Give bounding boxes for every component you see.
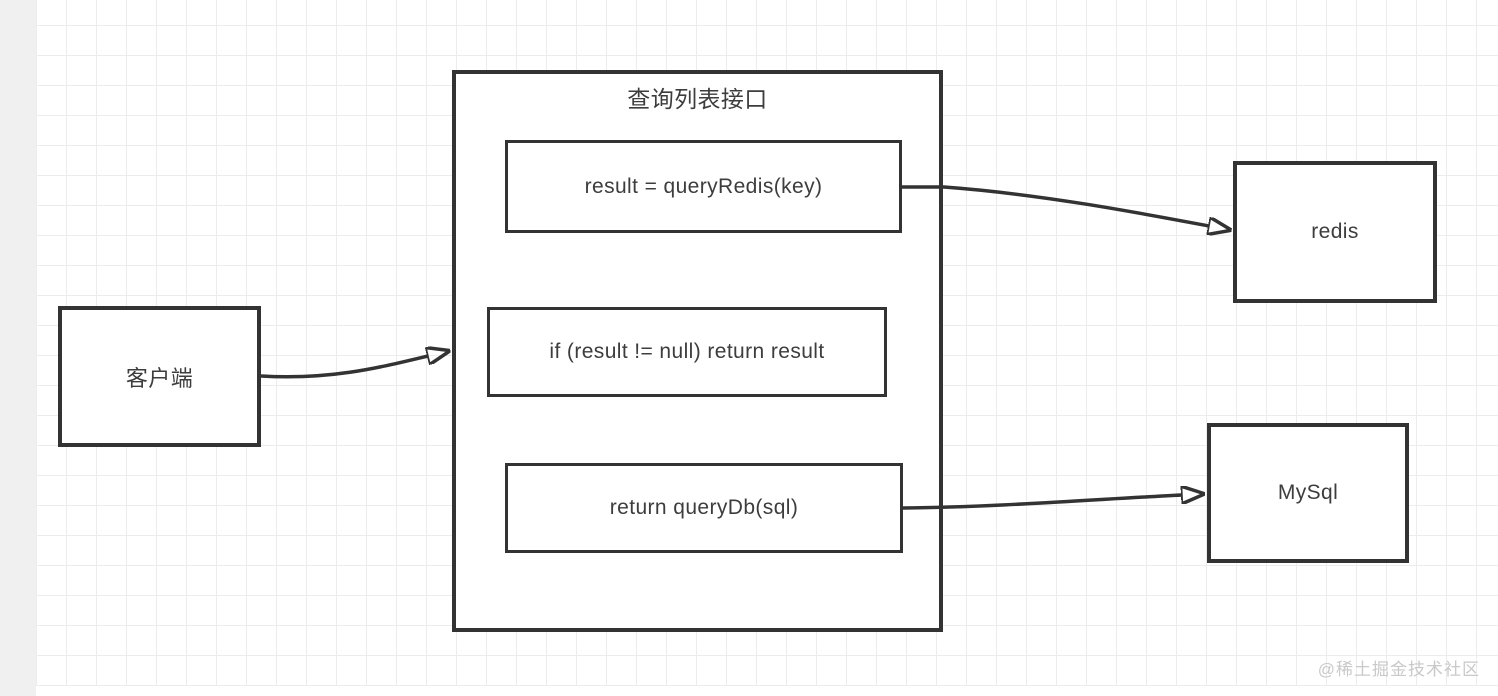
redis-box: redis — [1233, 161, 1437, 303]
redis-label: redis — [1311, 220, 1359, 243]
watermark: @稀土掘金技术社区 — [1317, 660, 1480, 679]
client-box: 客户端 — [58, 306, 261, 447]
mysql-box: MySql — [1207, 423, 1409, 563]
step-box-null-check: if (result != null) return result — [487, 307, 887, 397]
client-label: 客户端 — [125, 365, 194, 391]
step-box-query-redis: result = queryRedis(key) — [505, 140, 902, 233]
step-label-query-db: return queryDb(sql) — [609, 496, 799, 519]
mysql-label: MySql — [1277, 481, 1339, 504]
step-box-query-db: return queryDb(sql) — [505, 463, 903, 553]
step-label-null-check: if (result != null) return result — [549, 340, 825, 363]
left-margin-strip — [0, 0, 36, 696]
step-label-query-redis: result = queryRedis(key) — [584, 174, 823, 198]
interface-title: 查询列表接口 — [627, 86, 768, 112]
